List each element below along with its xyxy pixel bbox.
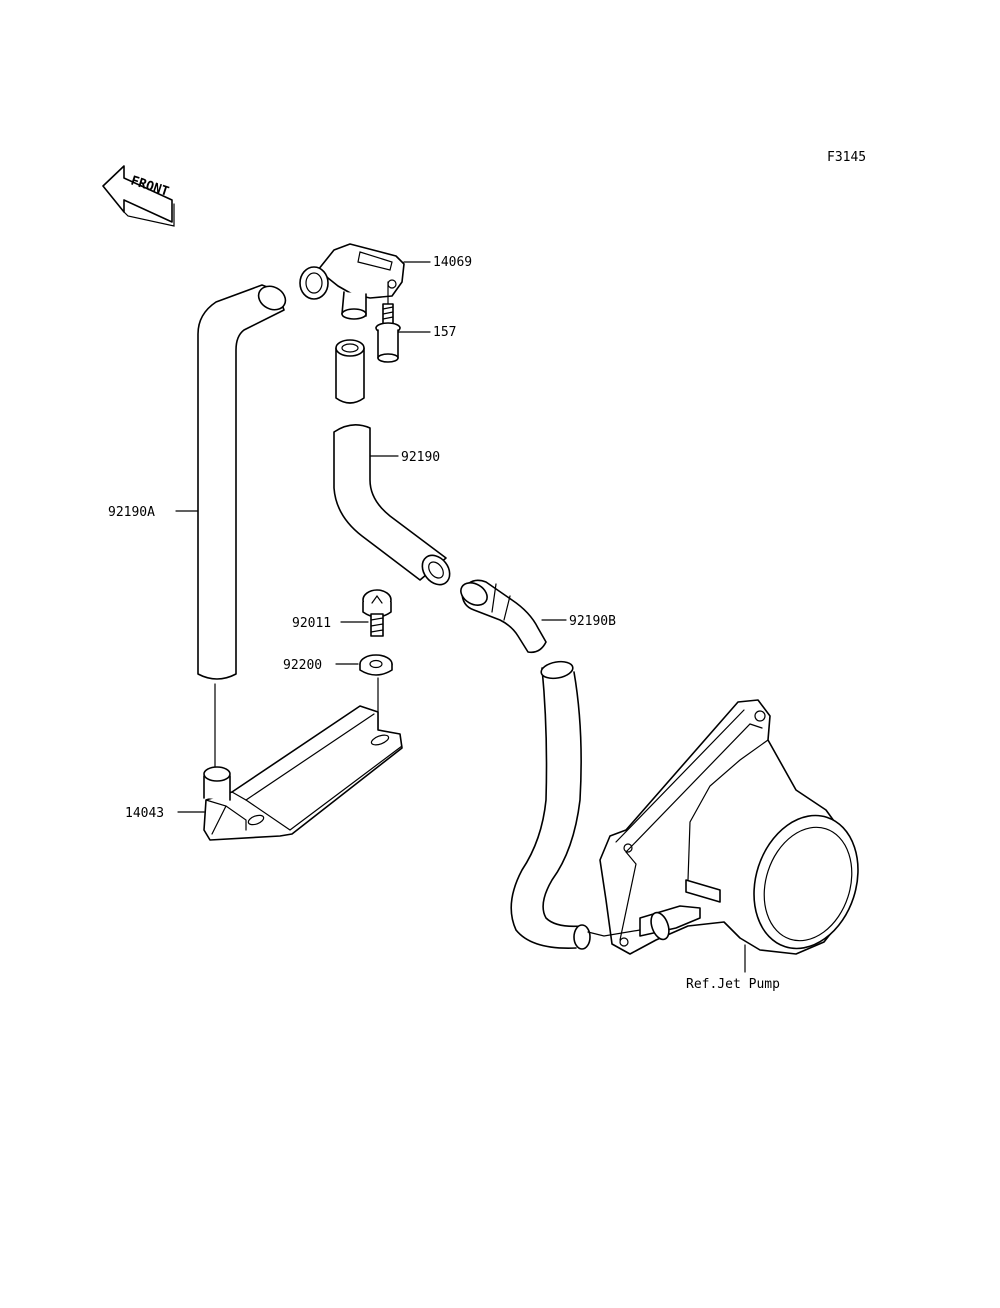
hose-to-jet-pump — [510, 660, 591, 950]
label-92011: 92011 — [292, 616, 331, 631]
label-92190A: 92190A — [108, 505, 155, 520]
washer-92200 — [335, 654, 393, 741]
short-hose-piece — [335, 339, 365, 404]
screw-92011 — [340, 589, 392, 637]
bracket-14043 — [177, 705, 403, 841]
jet-pump-housing — [587, 699, 859, 973]
label-157: 157 — [433, 325, 456, 340]
figure-code: F3145 — [827, 150, 866, 165]
label-14069: 14069 — [433, 255, 472, 270]
label-92190B: 92190B — [569, 614, 616, 629]
hose-92190A — [175, 284, 287, 680]
hose-92190B — [460, 579, 567, 654]
front-arrow-icon: FRONT — [102, 165, 175, 227]
label-92200: 92200 — [283, 658, 322, 673]
bolt-157 — [375, 281, 431, 363]
label-ref-jet-pump: Ref.Jet Pump — [686, 977, 780, 992]
hose-92190 — [333, 424, 451, 586]
elbow-fitting-14069 — [299, 243, 431, 320]
label-92190: 92190 — [401, 450, 440, 465]
label-14043: 14043 — [125, 806, 164, 821]
